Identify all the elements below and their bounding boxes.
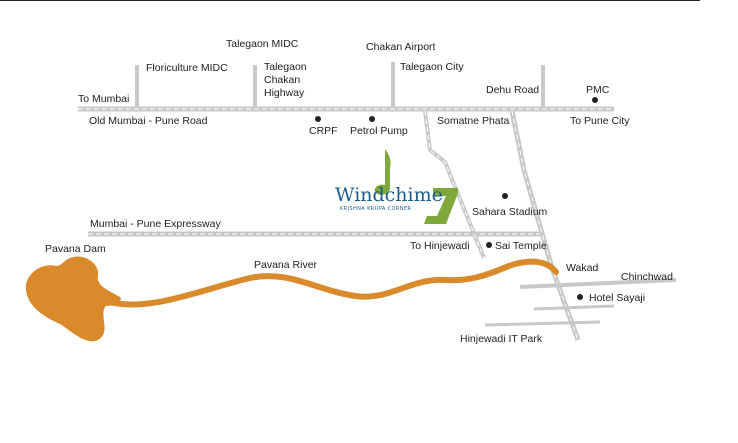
- label-mumbai-pune-expressway: Mumbai - Pune Expressway: [90, 218, 221, 230]
- label-hinjewadi-it-park: Hinjewadi IT Park: [460, 333, 543, 345]
- green-bracket-icon: [424, 188, 458, 224]
- label-hotel-sayaji: Hotel Sayaji: [589, 292, 645, 304]
- label-floriculture-midc: Floriculture MIDC: [146, 62, 228, 74]
- top-border-line: [0, 0, 700, 1]
- label-old-mumbai-pune-road: Old Mumbai - Pune Road: [89, 115, 208, 127]
- sahara-stadium-marker: [502, 193, 508, 199]
- label-talegaon-chakan-highway-1: Talegaon: [264, 61, 307, 73]
- windchime-logo: Windchime KRISHNA KRUPA CORNER: [335, 149, 458, 224]
- road-network: [78, 62, 677, 341]
- dehu-wakad-road-dash: [511, 110, 579, 341]
- sai-temple-marker: [486, 242, 492, 248]
- label-dehu-road: Dehu Road: [486, 84, 539, 96]
- label-pavana-dam: Pavana Dam: [45, 243, 106, 255]
- dehu-wakad-road: [509, 110, 581, 341]
- brand-name: Windchime: [335, 184, 443, 206]
- label-talegaon-chakan-highway-3: Highway: [264, 87, 305, 99]
- label-somatne-phata: Somatne Phata: [437, 115, 510, 127]
- label-chakan-airport: Chakan Airport: [366, 41, 436, 53]
- label-petrol-pump: Petrol Pump: [350, 125, 408, 137]
- label-sahara-stadium: Sahara Stadium: [472, 206, 548, 218]
- label-pmc: PMC: [586, 84, 610, 96]
- music-note-icon: [374, 149, 391, 195]
- map-labels: Talegaon MIDC Chakan Airport Floricultur…: [45, 38, 673, 345]
- label-crpf: CRPF: [309, 125, 338, 137]
- label-to-pune-city: To Pune City: [570, 115, 630, 127]
- petrol-pump-marker: [369, 116, 375, 122]
- label-to-mumbai: To Mumbai: [78, 93, 129, 105]
- label-talegaon-chakan-highway-2: Chakan: [264, 74, 300, 86]
- label-talegaon-midc: Talegaon MIDC: [226, 38, 299, 50]
- chinchwad-road: [519, 278, 677, 289]
- label-sai-temple: Sai Temple: [495, 240, 547, 252]
- pmc-marker: [592, 97, 598, 103]
- hotel-sayaji-road: [533, 304, 615, 311]
- label-pavana-river: Pavana River: [254, 259, 318, 271]
- pavana-river: [107, 258, 559, 308]
- map-markers: [315, 97, 598, 300]
- crpf-marker: [315, 116, 321, 122]
- label-to-hinjewadi: To Hinjewadi: [410, 240, 470, 252]
- brand-tagline: KRISHNA KRUPA CORNER: [340, 206, 411, 212]
- pavana-dam-shape: [25, 256, 121, 342]
- hotel-sayaji-marker: [577, 294, 583, 300]
- label-talegaon-city: Talegaon City: [400, 61, 464, 73]
- somatne-phata-road-dash: [424, 110, 485, 259]
- label-wakad: Wakad: [566, 262, 598, 274]
- label-chinchwad: Chinchwad: [621, 271, 673, 283]
- hinjewadi-it-park-road: [484, 320, 601, 327]
